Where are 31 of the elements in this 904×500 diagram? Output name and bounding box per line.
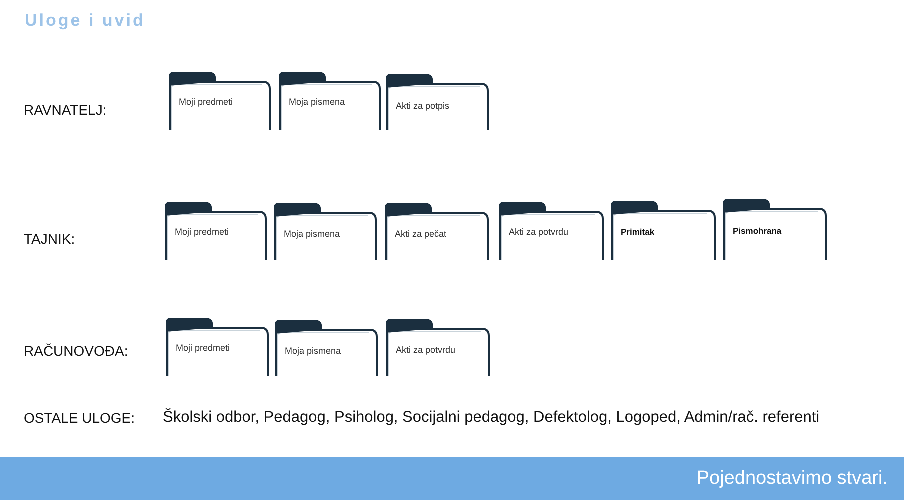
folder-label: Moji predmeti: [175, 227, 230, 238]
folder-card: [499, 202, 604, 260]
folder-label: Moja pismena: [285, 346, 342, 357]
folder-label: Moja pismena: [289, 97, 346, 108]
folder-card: [385, 203, 489, 260]
tagline-text: Pojednostavimo stvari.: [696, 468, 888, 490]
folder-card: [611, 201, 716, 260]
folder-card: [723, 199, 827, 260]
role-label: RAČUNOVOĐA:: [24, 343, 128, 360]
slide-title: Uloge i uvid: [25, 11, 146, 31]
folder-label: Moji predmeti: [176, 343, 230, 354]
folder-label: Akti za pečat: [395, 229, 447, 240]
folder-label: Moji predmeti: [179, 97, 234, 108]
folder-card: [274, 203, 377, 260]
role-label: OSTALE ULOGE:: [24, 410, 135, 427]
folder-card: [169, 72, 271, 130]
role-list-text: Školski odbor, Pedagog, Psiholog, Socijalni pedagog, Defektolog, Logoped, Admin/rač. referenti: [163, 409, 820, 427]
folder-label: Primitak: [621, 227, 655, 238]
folder-card: [275, 320, 378, 376]
folder-label: Akti za potvrdu: [396, 345, 456, 356]
role-label: RAVNATELJ:: [24, 102, 107, 119]
folder-label: Akti za potpis: [396, 101, 450, 112]
role-label: TAJNIK:: [24, 231, 76, 248]
folder-label: Akti za potvrdu: [509, 227, 569, 238]
folder-card: [386, 74, 489, 130]
folder-card: [279, 72, 381, 130]
folder-card: [165, 202, 267, 260]
folder-card: [166, 318, 269, 376]
folder-label: Moja pismena: [284, 229, 340, 240]
folder-card: [386, 319, 490, 376]
folder-label: Pismohrana: [733, 226, 782, 237]
